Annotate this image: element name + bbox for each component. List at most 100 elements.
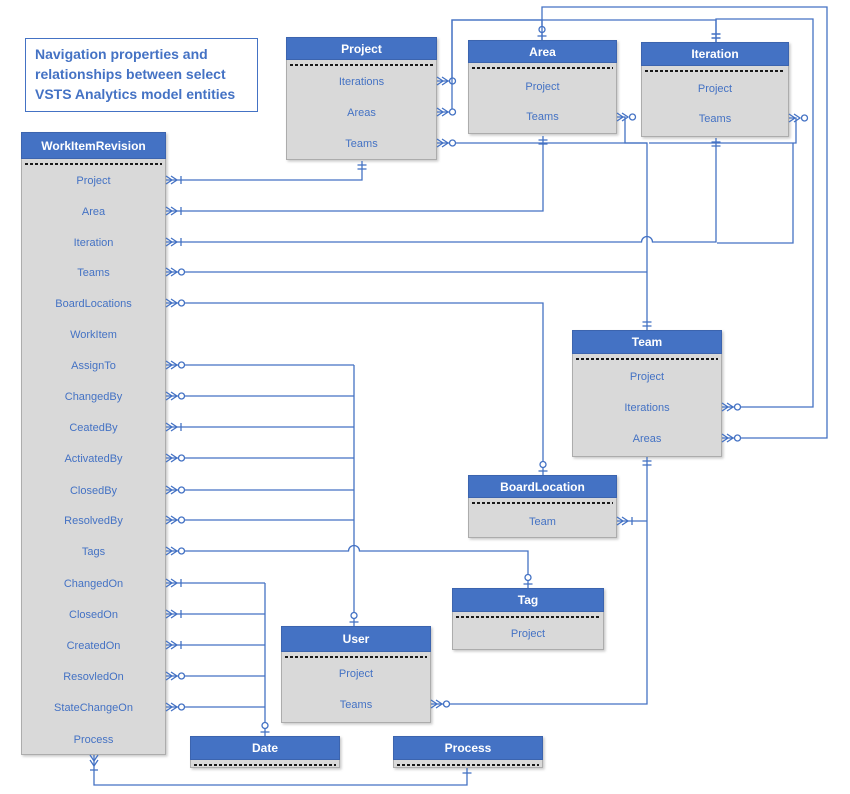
field-team-areas: Areas bbox=[632, 433, 662, 445]
crow-foot-many-marker bbox=[89, 754, 99, 763]
crow-foot-many-marker bbox=[436, 138, 445, 148]
entity-date[interactable]: Date bbox=[190, 736, 340, 768]
cardinality-circle bbox=[448, 139, 457, 147]
cardinality-circle bbox=[177, 268, 186, 276]
crow-foot-many-marker bbox=[170, 485, 179, 495]
field-area-project: Project bbox=[525, 81, 560, 93]
cardinality-circle bbox=[448, 108, 457, 116]
cardinality-circle bbox=[800, 114, 809, 122]
entity-header-boardlocation: BoardLocation bbox=[468, 475, 617, 498]
field-workitemrevision-iteration: Iteration bbox=[73, 237, 114, 249]
entity-header-area: Area bbox=[468, 40, 617, 63]
cardinality-circle bbox=[177, 547, 186, 555]
crow-foot-many-marker bbox=[170, 298, 179, 308]
entity-header-project: Project bbox=[286, 37, 437, 60]
crow-foot-many-marker bbox=[170, 640, 179, 650]
header-separator bbox=[25, 163, 162, 165]
crow-foot-many-marker bbox=[170, 422, 179, 432]
crow-foot-many-marker bbox=[170, 175, 179, 185]
crow-foot-many-marker bbox=[165, 391, 174, 401]
crow-foot-many-marker bbox=[170, 391, 179, 401]
field-iteration-teams: Teams bbox=[698, 113, 732, 125]
crow-foot-many-marker bbox=[165, 267, 174, 277]
field-user-teams: Teams bbox=[339, 699, 373, 711]
entity-header-process: Process bbox=[393, 736, 543, 760]
crow-foot-many-marker bbox=[170, 267, 179, 277]
field-workitemrevision-area: Area bbox=[81, 206, 106, 218]
crow-foot-many-marker bbox=[165, 515, 174, 525]
entity-process[interactable]: Process bbox=[393, 736, 543, 768]
cardinality-circle bbox=[442, 700, 451, 708]
cardinality-circle bbox=[177, 486, 186, 494]
field-workitemrevision-closedby: ClosedBy bbox=[69, 485, 118, 497]
header-separator bbox=[456, 616, 600, 618]
crow-foot-many-marker bbox=[441, 138, 450, 148]
edge-project-teams-to-team bbox=[437, 142, 648, 330]
crow-foot-many-marker bbox=[165, 609, 174, 619]
field-workitemrevision-workitem: WorkItem bbox=[70, 329, 117, 341]
field-iteration-project: Project bbox=[697, 83, 733, 95]
field-workitemrevision-process: Process bbox=[73, 734, 114, 746]
crow-foot-many-marker bbox=[616, 112, 625, 122]
field-workitemrevision-assignto: AssignTo bbox=[71, 360, 116, 372]
entity-header-tag: Tag bbox=[452, 588, 604, 612]
crow-foot-many-marker bbox=[616, 516, 625, 526]
crow-foot-many-marker bbox=[165, 422, 174, 432]
header-separator bbox=[472, 502, 613, 504]
header-separator bbox=[285, 656, 427, 658]
cardinality-circle bbox=[448, 77, 457, 85]
cardinality-circle bbox=[628, 113, 637, 121]
field-workitemrevision-tags: Tags bbox=[81, 546, 106, 558]
crow-foot-many-marker bbox=[170, 360, 179, 370]
crow-foot-many-marker bbox=[621, 516, 630, 526]
crow-foot-many-marker bbox=[435, 699, 444, 709]
header-separator bbox=[576, 358, 718, 360]
entity-header-team: Team bbox=[572, 330, 722, 354]
entity-header-date: Date bbox=[190, 736, 340, 760]
header-separator bbox=[472, 67, 613, 69]
cardinality-circle bbox=[177, 454, 186, 462]
crow-foot-many-marker bbox=[165, 237, 174, 247]
crow-foot-many-marker bbox=[165, 453, 174, 463]
crow-foot-many-marker bbox=[165, 485, 174, 495]
header-separator bbox=[645, 70, 785, 72]
cardinality-circle bbox=[539, 460, 547, 469]
crow-foot-many-marker bbox=[170, 206, 179, 216]
field-tag-project: Project bbox=[510, 628, 546, 640]
cardinality-circle bbox=[261, 721, 269, 730]
crow-foot-many-marker bbox=[165, 546, 174, 556]
crow-foot-many-marker bbox=[621, 112, 630, 122]
crow-foot-many-marker bbox=[165, 578, 174, 588]
cardinality-circle bbox=[538, 25, 546, 34]
field-team-iterations: Iterations bbox=[624, 402, 670, 414]
field-workitemrevision-resovledon: ResovledOn bbox=[63, 671, 124, 683]
field-workitemrevision-activatedby: ActivatedBy bbox=[64, 453, 123, 465]
edge-wir-iteration-to-iteration bbox=[166, 138, 717, 243]
cardinality-circle bbox=[524, 573, 532, 582]
crow-foot-many-marker bbox=[170, 671, 179, 681]
crow-foot-many-marker bbox=[170, 578, 179, 588]
cardinality-circle bbox=[177, 361, 186, 369]
field-workitemrevision-resolvedby: ResolvedBy bbox=[64, 515, 123, 527]
crow-foot-many-marker bbox=[430, 699, 439, 709]
diagram-title: Navigation properties and relationships … bbox=[25, 38, 258, 112]
cardinality-circle bbox=[733, 403, 742, 411]
crow-foot-many-marker bbox=[89, 759, 99, 768]
crow-foot-many-marker bbox=[721, 433, 730, 443]
field-project-teams: Teams bbox=[345, 138, 378, 150]
crow-foot-many-marker bbox=[170, 237, 179, 247]
cardinality-circle bbox=[733, 434, 742, 442]
edge-link-right-channel bbox=[717, 143, 794, 244]
edge-wir-tags-to-tag bbox=[166, 544, 529, 588]
edge-wir-boardlocations-to-boardlocation bbox=[166, 302, 544, 475]
crow-foot-many-marker bbox=[788, 113, 797, 123]
field-workitemrevision-changedon: ChangedOn bbox=[63, 578, 124, 590]
